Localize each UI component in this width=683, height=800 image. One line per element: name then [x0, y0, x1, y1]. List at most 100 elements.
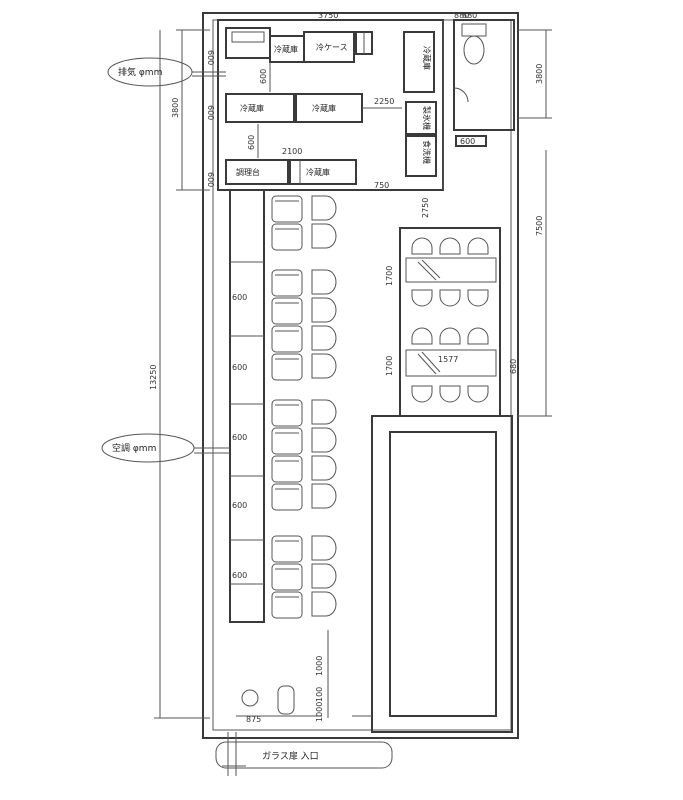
ref-a	[225, 93, 295, 123]
counter-stool	[311, 427, 337, 453]
exhaust-note: 排気 φmm	[118, 66, 162, 78]
intake-note: 空調 φmm	[112, 442, 156, 454]
booth-chair	[467, 385, 489, 403]
fridge-unit-1	[269, 35, 305, 63]
ice-machine	[405, 101, 437, 135]
prep-table	[225, 159, 289, 185]
booth-chair	[467, 289, 489, 307]
counter-stool	[311, 455, 337, 481]
booth-chair	[439, 289, 461, 307]
prep-label: 調理台	[236, 167, 260, 177]
cooler-unit	[303, 31, 355, 63]
restroom-sink	[455, 135, 487, 147]
booth-table-2	[405, 349, 497, 377]
bottom-dim-a: 1000	[315, 656, 324, 676]
booth-chair	[411, 385, 433, 403]
booth-chair	[467, 237, 489, 255]
ref-b-label: 冷蔵庫	[312, 103, 336, 113]
counter-dim-4: 600	[232, 501, 247, 510]
ice-label: 製氷機	[422, 106, 432, 130]
counter-chair	[271, 455, 303, 483]
fridge-1-label: 冷蔵庫	[274, 44, 298, 54]
restroom-top: 880	[454, 11, 469, 20]
counter-chair	[271, 297, 303, 325]
counter-chair	[271, 195, 303, 223]
counter-dim-1: 600	[232, 293, 247, 302]
stair-gap-dim: 2750	[421, 198, 430, 218]
booth-chair	[439, 385, 461, 403]
shelf-label: 冷蔵庫	[306, 167, 330, 177]
umbrella-stand	[277, 685, 295, 715]
counter-chair	[271, 399, 303, 427]
booth-mid-dim: 1577	[438, 355, 458, 364]
counter-chair	[271, 353, 303, 381]
counter-chair	[271, 325, 303, 353]
counter-seating	[271, 195, 337, 619]
storage-room-outer	[371, 415, 513, 733]
storage-room-inner	[389, 431, 497, 717]
side-dim-b: 600	[206, 105, 215, 120]
dish-label: 食洗機	[422, 140, 432, 164]
bar-counter	[229, 189, 265, 623]
ref-a-label: 冷蔵庫	[240, 103, 264, 113]
booth-area	[399, 227, 501, 417]
toilet-tank	[461, 23, 487, 37]
booth-h2: 1700	[385, 356, 394, 376]
kitchen-lower-dim: 600	[247, 135, 256, 150]
bottom-dim-b: 100	[315, 687, 324, 702]
counter-stool	[311, 399, 337, 425]
counter-stool	[311, 535, 337, 561]
counter-chair	[271, 483, 303, 511]
mid-dim-small: 600	[259, 69, 268, 84]
counter-chair	[271, 591, 303, 619]
entrance-note: ガラス扉 入口	[262, 750, 319, 762]
booth-table-1	[405, 257, 497, 283]
bottom-width-dim: 875	[246, 715, 261, 724]
counter-chair	[271, 535, 303, 563]
booth-chair	[439, 237, 461, 255]
counter-dim-2: 600	[232, 363, 247, 372]
booth-chair	[467, 327, 489, 345]
counter-stool	[311, 195, 337, 221]
booth-chair	[411, 237, 433, 255]
restroom-door-swing	[453, 87, 469, 103]
tall-refrigerator	[403, 31, 435, 93]
counter-stool	[311, 483, 337, 509]
sink-basin	[231, 31, 265, 43]
toilet-bowl	[463, 35, 485, 65]
counter-stool	[311, 591, 337, 617]
top-right-dim: 880	[462, 11, 477, 20]
entrance-note-box	[215, 741, 393, 769]
right-kitchen-dim: 3800	[535, 64, 544, 84]
bottom-dim-c: 1000	[315, 702, 324, 722]
counter-stool	[311, 353, 337, 379]
side-dim-c: 600	[206, 172, 215, 187]
booth-chair	[411, 327, 433, 345]
counter-chair	[271, 223, 303, 251]
counter-chair	[271, 269, 303, 297]
counter-chair	[271, 427, 303, 455]
shelf-unit	[289, 159, 357, 185]
counter-stool	[311, 563, 337, 589]
counter-stool	[311, 269, 337, 295]
col-right-dim: 750	[374, 181, 389, 190]
booth-chair	[411, 289, 433, 307]
kitchen-lower-width: 2100	[282, 147, 302, 156]
left-total-dim: 13250	[149, 365, 158, 390]
counter-stool	[311, 223, 337, 249]
top-width-dim: 3750	[318, 11, 338, 20]
counter-dim-5: 600	[232, 571, 247, 580]
side-dim-a: 600	[206, 50, 215, 65]
round-fixture	[241, 689, 259, 707]
counter-chair	[271, 563, 303, 591]
mid-width-dim: 2250	[374, 97, 394, 106]
restroom-width: 600	[460, 137, 475, 146]
counter-stool	[311, 297, 337, 323]
booth-h1: 1700	[385, 266, 394, 286]
outer-wall	[202, 12, 519, 739]
left-kitchen-dim: 3800	[171, 98, 180, 118]
counter-stool	[311, 325, 337, 351]
counter-dim-3: 600	[232, 433, 247, 442]
booth-side-dim: 680	[509, 359, 518, 374]
